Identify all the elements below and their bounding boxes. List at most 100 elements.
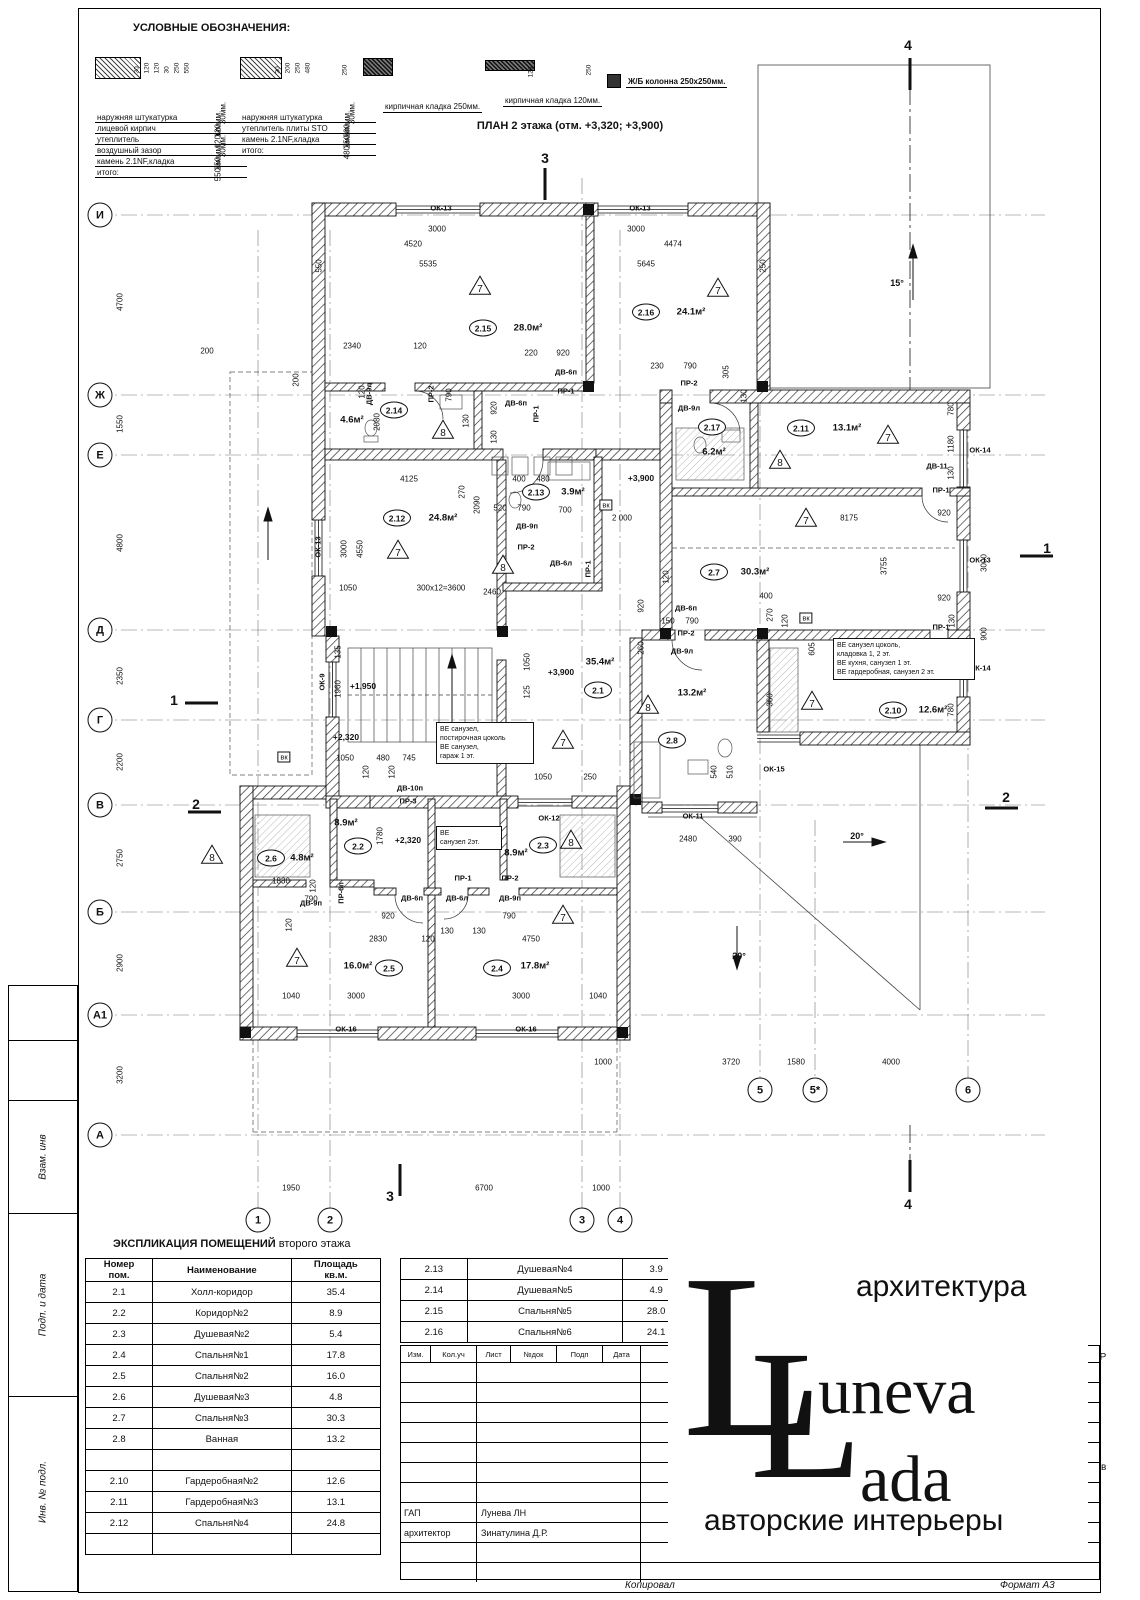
room-name-cell: Гардеробная№2 xyxy=(152,1470,292,1492)
stamp-role-gap: ГАП xyxy=(401,1503,477,1522)
stamp-header-cell: №док xyxy=(511,1346,557,1362)
side-strip: Взам. инв Подп. и дата Инв. № подл. xyxy=(8,985,78,1592)
room-id-cell: 2.11 xyxy=(84,1491,154,1513)
side-cell-empty-1 xyxy=(9,986,77,1041)
section-bars xyxy=(185,58,1053,1196)
legend-spec-row: итого:550мм. xyxy=(95,155,247,181)
logo-word-uneva: uneva xyxy=(818,1355,976,1428)
logo-word-ada: ada xyxy=(860,1443,952,1516)
stamp-name-architect: Зинатулина Д.Р. xyxy=(477,1523,641,1542)
legend-spec-name: итого: xyxy=(242,146,264,155)
stairs xyxy=(347,647,493,743)
room-id-cell: 2.12 xyxy=(84,1512,154,1534)
room-name-cell xyxy=(152,1533,292,1555)
logo-letter-L2: L xyxy=(750,1313,864,1518)
room-id-cell: 2.6 xyxy=(84,1386,154,1408)
legend-spec-name: камень 2.1NF,кладка xyxy=(242,135,320,144)
plan-title: ПЛАН 2 этажа (отм. +3,320; +3,900) xyxy=(476,120,664,132)
legend-spec-name: воздушный зазор xyxy=(97,146,162,155)
stamp-header-cell: Лист xyxy=(477,1346,511,1362)
room-name-cell: Душевая№5 xyxy=(466,1279,624,1301)
side-cell-podp: Подп. и дата xyxy=(9,1214,77,1397)
wall-480-symbol xyxy=(240,57,282,79)
schedule-title: ЭКСПЛИКАЦИЯ ПОМЕЩЕНИЙ второго этажа xyxy=(113,1238,350,1250)
room-name-cell: Спальня№5 xyxy=(466,1300,624,1322)
column-label: Ж/Б колонна 250х250мм. xyxy=(626,77,728,88)
footer-format: Формат А3 xyxy=(1000,1580,1055,1591)
legend-spec-name: утеплитель плиты STO xyxy=(242,124,328,133)
room-area-cell: 35.4 xyxy=(290,1281,382,1303)
room-id-cell: 2.15 xyxy=(400,1300,468,1322)
side-cell-empty-2 xyxy=(9,1041,77,1101)
legend-spec-name: утеплитель xyxy=(97,135,140,144)
room-name-cell: Душевая№2 xyxy=(152,1323,292,1345)
room-area-cell: 24.8 xyxy=(290,1512,382,1534)
room-area-cell: 5.4 xyxy=(290,1323,382,1345)
stamp-header-cell: Подп xyxy=(557,1346,603,1362)
column-symbol xyxy=(607,74,621,88)
fixtures xyxy=(254,394,799,878)
logo-bottom-text: авторские интерьеры xyxy=(704,1504,1004,1537)
rc-columns xyxy=(240,204,768,1038)
brick-120-label: кирпичная кладка 120мм. xyxy=(503,96,603,107)
lower-storey-dashed xyxy=(229,371,955,1133)
legend-spec-row: итого:480мм. xyxy=(240,133,376,159)
room-id-cell: 2.3 xyxy=(84,1323,154,1345)
brick-120-symbol xyxy=(485,60,535,71)
room-name-cell: Спальня№3 xyxy=(152,1407,292,1429)
room-name-cell: Спальня№6 xyxy=(466,1321,624,1343)
room-name-cell: Гардеробная№3 xyxy=(152,1491,292,1513)
room-id-cell xyxy=(84,1533,154,1555)
room-name-cell: Спальня№1 xyxy=(152,1344,292,1366)
room-area-cell xyxy=(290,1533,382,1555)
room-id-cell: 2.13 xyxy=(400,1258,468,1280)
room-id-cell xyxy=(84,1449,154,1471)
logo: архитектура L L uneva ada авторские инте… xyxy=(668,1256,1088,1548)
legend-spec-name: камень 2.1NF,кладка xyxy=(97,157,175,166)
room-id-cell: 2.1 xyxy=(84,1281,154,1303)
room-area-cell: 17.8 xyxy=(290,1344,382,1366)
room-name-cell: Душевая№4 xyxy=(466,1258,624,1280)
legend-spec-name: лицевой кирпич xyxy=(97,124,156,133)
schedule-row xyxy=(84,1449,382,1471)
room-name-cell: Холл-коридор xyxy=(152,1281,292,1303)
legend-title: УСЛОВНЫЕ ОБОЗНАЧЕНИЯ: xyxy=(133,22,291,34)
direction-arrows xyxy=(263,243,918,971)
stamp-role-architect: архитектор xyxy=(401,1523,477,1542)
room-id-cell: 2.2 xyxy=(84,1302,154,1324)
walls xyxy=(239,202,971,1041)
room-area-cell: 16.0 xyxy=(290,1365,382,1387)
room-area-cell: 13.2 xyxy=(290,1428,382,1450)
schedule-row xyxy=(84,1533,382,1555)
room-name-cell: Коридор№2 xyxy=(152,1302,292,1324)
logo-letter-L1: L xyxy=(682,1256,826,1486)
stamp-header-cell: Дата xyxy=(603,1346,641,1362)
legend-spec-name: наружняя штукатурка xyxy=(97,113,178,122)
room-id-cell: 2.5 xyxy=(84,1365,154,1387)
logo-top-text: архитектура xyxy=(856,1270,1027,1303)
room-area-cell: 8.9 xyxy=(290,1302,382,1324)
room-area-cell: 4.8 xyxy=(290,1386,382,1408)
schedule-title-bold: ЭКСПЛИКАЦИЯ ПОМЕЩЕНИЙ xyxy=(113,1238,276,1250)
room-id-cell: 2.7 xyxy=(84,1407,154,1429)
